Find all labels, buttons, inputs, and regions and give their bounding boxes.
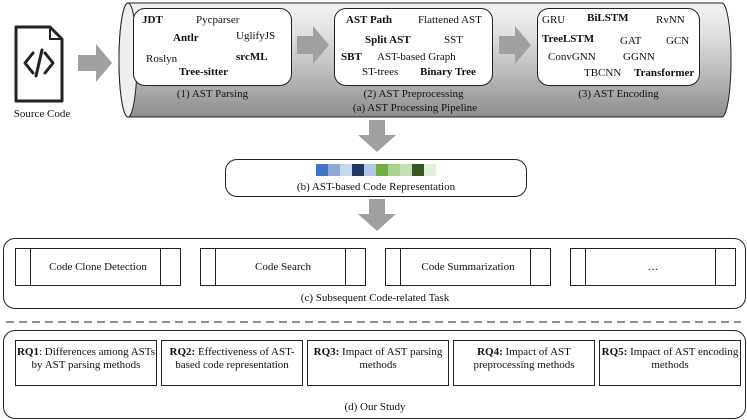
ast-encoding-caption: (3) AST Encoding bbox=[578, 88, 659, 100]
rq5-box: RQ5: Impact of AST encoding methods bbox=[599, 340, 741, 386]
rq-text: Impact of AST parsing methods bbox=[342, 346, 443, 371]
ast-parsing-box bbox=[133, 8, 292, 86]
ast-parsing-caption: (1) AST Parsing bbox=[176, 88, 249, 100]
vector-cell bbox=[316, 164, 328, 176]
rq-text: Differences among ASTs by AST parsing me… bbox=[31, 346, 156, 371]
task-label: Code Search bbox=[255, 261, 311, 273]
parser-uglifyjs: UglifyJS bbox=[236, 30, 276, 42]
parser-tree-sitter: Tree-sitter bbox=[179, 66, 229, 78]
vector-cell bbox=[328, 164, 340, 176]
arrow-source-to-parsing bbox=[78, 44, 112, 82]
encoder-transformer: Transformer bbox=[634, 67, 695, 79]
encoder-tbcnn: TBCNN bbox=[584, 67, 622, 79]
vector-cell bbox=[400, 164, 412, 176]
code-file-icon bbox=[14, 25, 64, 103]
encoder-treelstm: TreeLSTM bbox=[542, 33, 595, 45]
rq-text: Effectiveness of AST-based code represen… bbox=[175, 346, 295, 371]
pipeline-caption: (a) AST Processing Pipeline bbox=[352, 102, 478, 114]
task-label: Code Summarization bbox=[421, 261, 515, 273]
encoder-gat: GAT bbox=[620, 35, 642, 47]
vector-cell bbox=[388, 164, 400, 176]
ast-preprocessing-box bbox=[334, 8, 493, 86]
rq-id: RQ3: bbox=[313, 346, 340, 358]
task-code-summarization: Code Summarization bbox=[385, 248, 551, 286]
preprocess-sbt: SBT bbox=[341, 51, 362, 63]
rq1-box: RQ1: Differences among ASTs by AST parsi… bbox=[15, 340, 157, 386]
rq-id: RQ1 bbox=[16, 346, 39, 358]
task-label: … bbox=[647, 261, 659, 273]
task-code-search: Code Search bbox=[200, 248, 366, 286]
preprocess-ast-graph: AST-based Graph bbox=[377, 51, 456, 63]
rq-text: Impact of AST preprocessing methods bbox=[473, 346, 575, 371]
representation-caption: (b) AST-based Code Representation bbox=[296, 181, 456, 193]
rq-id: RQ4: bbox=[477, 346, 503, 358]
preprocess-flattened-ast: Flattened AST bbox=[418, 14, 482, 26]
parser-jdt: JDT bbox=[142, 14, 163, 26]
tasks-caption: (c) Subsequent Code-related Task bbox=[300, 292, 450, 304]
rq2-box: RQ2: Effectiveness of AST-based code rep… bbox=[161, 340, 303, 386]
arrow-representation-to-tasks bbox=[358, 199, 396, 231]
vector-cell bbox=[352, 164, 364, 176]
preprocess-st-trees: ST-trees bbox=[362, 66, 399, 78]
rq3-box: RQ3: Impact of AST parsing methods bbox=[307, 340, 449, 386]
source-code-label: Source Code bbox=[13, 108, 71, 120]
arrow-parsing-to-preprocessing bbox=[297, 26, 329, 64]
parser-pycparser: Pycparser bbox=[196, 14, 240, 26]
encoder-ggnn: GGNN bbox=[623, 51, 655, 63]
study-caption: (d) Our Study bbox=[344, 401, 406, 413]
vector-cell bbox=[364, 164, 376, 176]
encoder-gru: GRU bbox=[542, 14, 566, 26]
rq-text: Impact of AST encoding methods bbox=[630, 346, 739, 371]
task-ellipsis: … bbox=[570, 248, 736, 286]
vector-cell bbox=[412, 164, 424, 176]
task-code-clone-detection: Code Clone Detection bbox=[15, 248, 181, 286]
vector-cell bbox=[340, 164, 352, 176]
parser-roslyn: Roslyn bbox=[146, 53, 178, 65]
rq4-box: RQ4: Impact of AST preprocessing methods bbox=[453, 340, 595, 386]
ast-encoding-box bbox=[537, 8, 700, 86]
rq-id: RQ5: bbox=[601, 346, 628, 358]
task-label: Code Clone Detection bbox=[49, 261, 147, 273]
encoder-convgnn: ConvGNN bbox=[548, 51, 596, 63]
ast-preprocessing-caption: (2) AST Preprocessing bbox=[363, 88, 464, 100]
parser-antlr: Antlr bbox=[173, 32, 199, 44]
encoder-bilstm: BiLSTM bbox=[587, 12, 629, 24]
vector-cell bbox=[424, 164, 436, 176]
rq-id: RQ2: bbox=[169, 346, 196, 358]
encoder-gcn: GCN bbox=[666, 35, 690, 47]
arrow-pipeline-to-representation bbox=[358, 120, 396, 152]
preprocess-sst: SST bbox=[444, 34, 463, 46]
vector-cell bbox=[376, 164, 388, 176]
arrow-preprocessing-to-encoding bbox=[499, 26, 531, 64]
encoder-rvnn: RvNN bbox=[656, 14, 685, 26]
preprocess-ast-path: AST Path bbox=[346, 14, 392, 26]
parser-srcml: srcML bbox=[236, 51, 268, 63]
preprocess-split-ast: Split AST bbox=[365, 34, 411, 46]
preprocess-binary-tree: Binary Tree bbox=[420, 66, 476, 78]
